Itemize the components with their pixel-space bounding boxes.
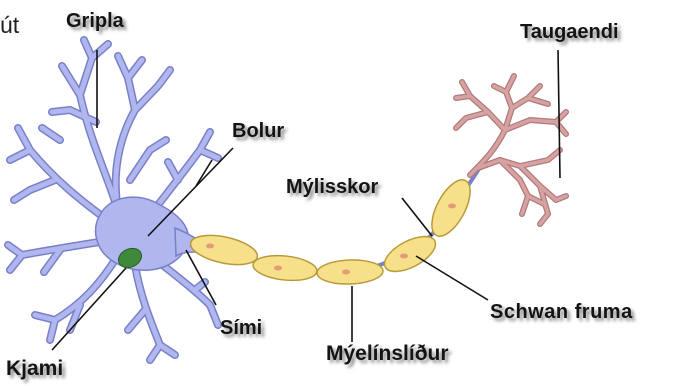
schwann-cell (188, 230, 260, 270)
label-axon: Sími (220, 318, 262, 338)
label-schwann-cell: Schwan fruma (490, 302, 633, 322)
pointer-taugaendi (558, 50, 560, 178)
label-axon-terminal: Taugaendi (520, 22, 619, 42)
schwann-cell (252, 253, 318, 284)
axon-terminal (456, 76, 566, 224)
label-nucleus: Kjami (6, 358, 63, 379)
schwann-cell (317, 259, 384, 285)
label-myelin-sheath: Mýelínslíður (326, 343, 449, 364)
label-cell-body: Bolur (232, 121, 284, 141)
label-dendrite: Gripla (66, 11, 124, 31)
dendrites (8, 40, 218, 360)
corner-text-fragment: út (0, 14, 19, 37)
label-node-of-ranvier: Mýlisskor (286, 177, 378, 197)
pointer-kjami (52, 268, 126, 350)
pointer-schwan (416, 256, 488, 300)
pointer-mylisskor (402, 198, 432, 236)
